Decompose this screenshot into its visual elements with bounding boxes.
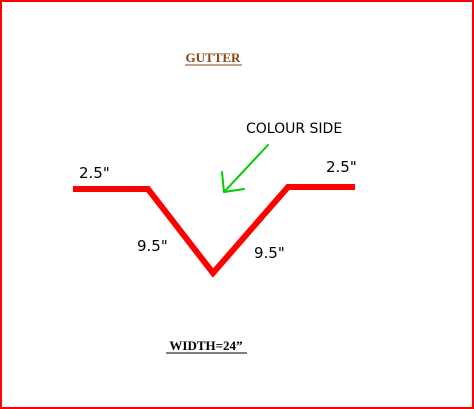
colour-side-label: COLOUR SIDE bbox=[246, 121, 342, 137]
gutter-profile bbox=[73, 184, 355, 278]
left-slope-dimension: 9.5" bbox=[137, 237, 168, 255]
left-flange-dimension: 2.5" bbox=[79, 164, 110, 182]
right-flange-dimension: 2.5" bbox=[326, 158, 357, 176]
right-slope-dimension: 9.5" bbox=[254, 244, 285, 262]
width-label: WIDTH=24” bbox=[169, 338, 242, 353]
drawing-title: GUTTER bbox=[186, 50, 242, 65]
arrow-down-left-icon bbox=[221, 144, 269, 193]
